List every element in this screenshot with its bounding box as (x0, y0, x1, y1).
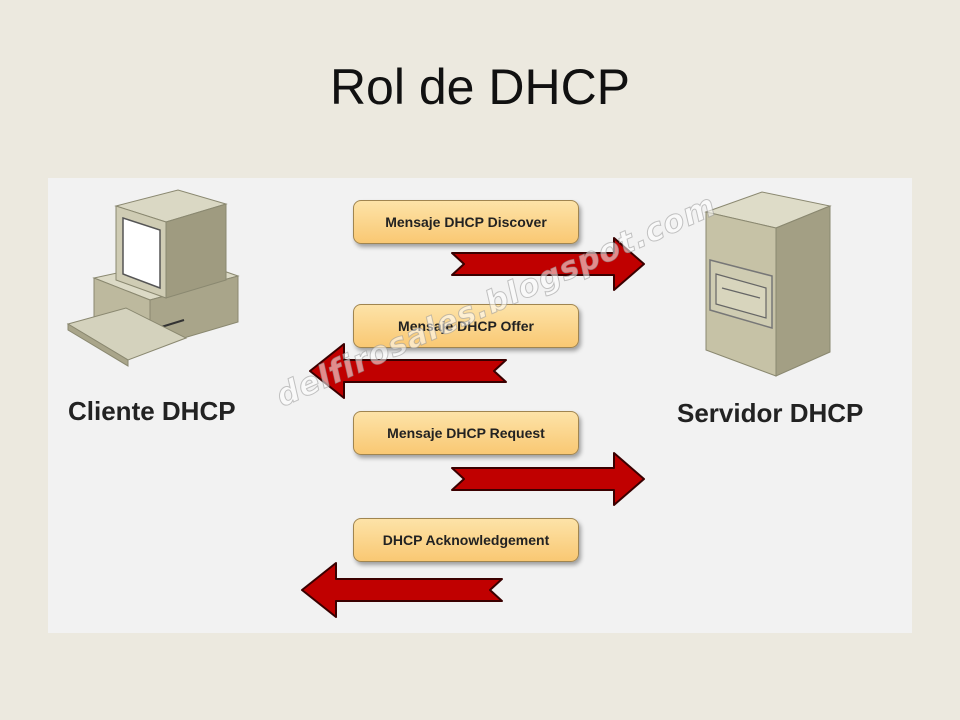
message-offer-box: Mensaje DHCP Offer (353, 304, 579, 348)
message-request-label: Mensaje DHCP Request (387, 425, 545, 441)
arrow-right-icon (451, 237, 645, 291)
message-ack-label: DHCP Acknowledgement (382, 532, 550, 548)
slide-title: Rol de DHCP (329, 59, 631, 115)
computer-icon (66, 189, 240, 367)
message-ack-box: DHCP Acknowledgement (353, 518, 579, 562)
message-request-box: Mensaje DHCP Request (353, 411, 579, 455)
message-offer-label: Mensaje DHCP Offer (398, 318, 534, 334)
arrow-left-icon (309, 343, 507, 399)
server-icon (704, 191, 832, 377)
arrow-left-icon (301, 562, 503, 618)
server-label: Servidor DHCP (677, 398, 864, 428)
client-label: Cliente DHCP (68, 396, 236, 426)
arrow-right-icon (451, 452, 645, 506)
message-discover-box: Mensaje DHCP Discover (353, 200, 579, 244)
message-discover-label: Mensaje DHCP Discover (385, 214, 547, 230)
